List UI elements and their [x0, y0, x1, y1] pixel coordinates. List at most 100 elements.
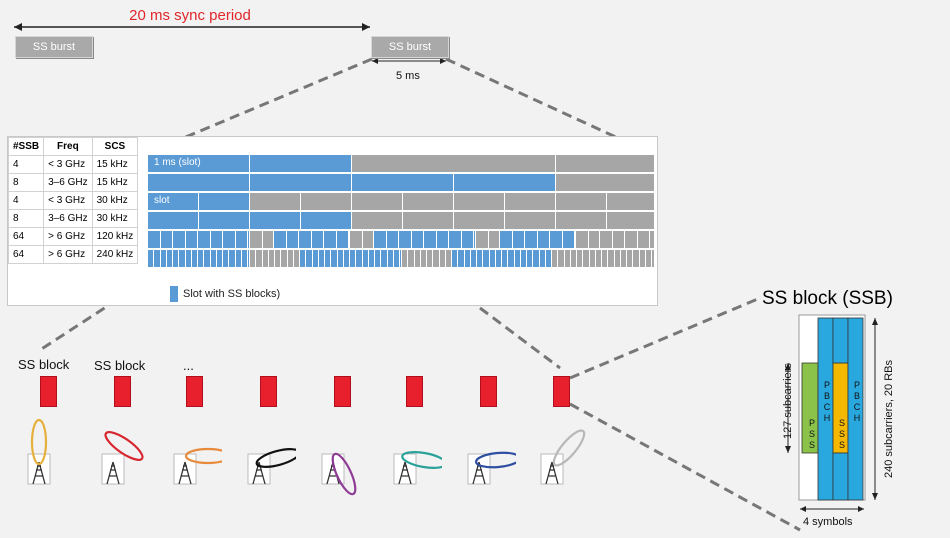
tower-box — [467, 453, 491, 485]
col-ssb: #SSB — [7, 137, 45, 156]
slot-cell — [262, 231, 274, 248]
slot-cell — [301, 212, 352, 229]
tower-icon — [545, 461, 559, 485]
ss-burst-right: SS burst — [371, 36, 449, 58]
slot-cell — [477, 250, 484, 267]
slot-cell — [352, 212, 403, 229]
beam-antenna — [101, 431, 144, 485]
slot-cell — [199, 193, 250, 210]
slot-cell — [476, 231, 489, 248]
slot-cell — [256, 250, 263, 267]
ss-block — [40, 376, 57, 407]
slot-cell — [173, 250, 180, 267]
slot-cell — [408, 250, 415, 267]
cell-scs: 15 kHz — [91, 173, 139, 192]
slot-cell — [268, 250, 275, 267]
slot-cell — [331, 250, 338, 267]
tower-icon — [252, 461, 266, 485]
slot-cell — [248, 231, 250, 248]
table-header-row: #SSB Freq SCS — [7, 137, 139, 156]
slot-cell — [614, 250, 621, 267]
slot-cell — [199, 212, 250, 229]
cell-freq: < 3 GHz — [43, 155, 93, 174]
ssb-structure-diagram — [785, 314, 878, 512]
slot-row: slot — [148, 193, 655, 210]
slot-cell — [216, 250, 223, 267]
slot-cell: 1 ms (slot) — [148, 155, 250, 172]
ssb-title: SS block (SSB) — [762, 288, 893, 309]
slot-cell — [250, 193, 301, 210]
slot-cell — [374, 231, 387, 248]
slot-cell — [537, 231, 550, 248]
cell-ssb: 64 — [7, 245, 45, 264]
slot-cell — [652, 250, 655, 267]
subcarriers-127-label: 127 subcarriers — [782, 363, 794, 439]
legend-label: Slot with SS blocks) — [183, 288, 281, 300]
cell-ssb: 8 — [7, 209, 45, 228]
ss-block-label-1: SS block — [18, 357, 70, 372]
beam-antenna — [321, 452, 357, 496]
slot-cell — [533, 250, 540, 267]
cell-scs: 30 kHz — [91, 191, 139, 210]
slot-1ms-label: 1 ms (slot) — [154, 157, 201, 168]
slot-cell — [223, 231, 236, 248]
slot-cell — [250, 231, 263, 248]
beam-lobe — [552, 429, 586, 467]
slot-cell — [645, 250, 652, 267]
slot-cell — [160, 250, 167, 267]
slot-cell — [505, 193, 556, 210]
slot-cell — [248, 250, 250, 267]
tower-icon — [32, 461, 46, 485]
slot-cell — [204, 250, 211, 267]
col-scs: SCS — [91, 137, 139, 156]
cell-ssb: 8 — [7, 173, 45, 192]
cell-freq: > 6 GHz — [43, 227, 93, 246]
slot-cell — [179, 250, 186, 267]
slot-cell — [558, 250, 565, 267]
tower-box — [247, 453, 271, 485]
slot-cell — [160, 231, 173, 248]
slot-cell — [420, 250, 427, 267]
slot-cell — [148, 212, 199, 229]
cell-freq: < 3 GHz — [43, 191, 93, 210]
slot-cell — [337, 250, 344, 267]
slot-cell — [350, 231, 363, 248]
ss-block — [114, 376, 131, 407]
subcarriers-240-label: 240 subcarriers, 20 RBs — [883, 360, 895, 478]
slot-cell — [235, 250, 242, 267]
slot-cell — [352, 155, 556, 172]
cell-ssb: 4 — [7, 191, 45, 210]
slot-cell — [250, 155, 352, 172]
slot-cell — [381, 250, 388, 267]
tower-box — [393, 453, 417, 485]
beam-lobe — [401, 451, 442, 469]
slot-cell — [577, 250, 584, 267]
slot-cell — [595, 250, 602, 267]
slot-cell — [362, 250, 369, 267]
slot-cell — [293, 250, 300, 267]
slot-cell — [262, 250, 269, 267]
slot-cell — [527, 250, 534, 267]
slot-cell — [545, 250, 552, 267]
slot-cell — [403, 212, 454, 229]
slot-label: slot — [154, 195, 170, 206]
slot-cell — [556, 155, 655, 172]
slot-cell — [400, 250, 402, 267]
slot-cell — [550, 231, 563, 248]
beam-antenna — [540, 429, 586, 485]
ss-block — [406, 376, 423, 407]
slot-cell — [583, 250, 590, 267]
tower-box — [540, 453, 564, 485]
slot-cell — [452, 250, 459, 267]
slot-cell — [250, 212, 301, 229]
slot-cell — [633, 250, 640, 267]
cell-scs: 240 kHz — [91, 245, 139, 264]
ss-block — [186, 376, 203, 407]
slot-cell — [210, 250, 217, 267]
slot-cell — [436, 231, 449, 248]
slot-cell — [324, 231, 337, 248]
slot-cell — [299, 231, 312, 248]
